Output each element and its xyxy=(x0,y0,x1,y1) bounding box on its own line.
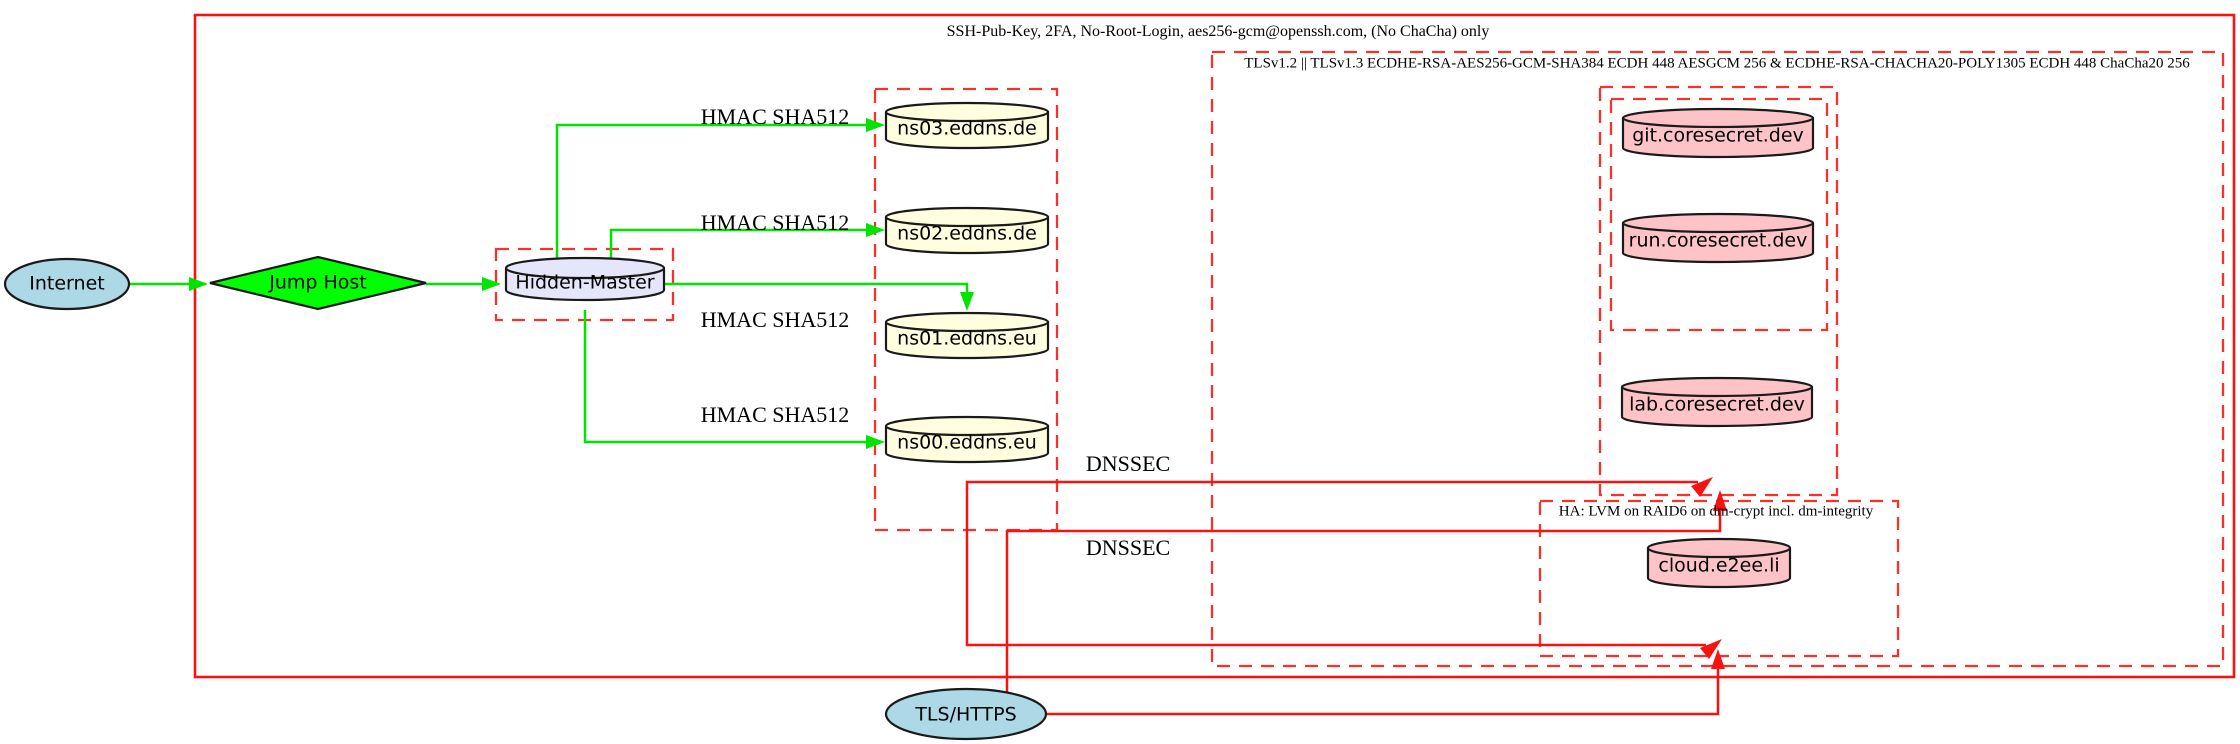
ha-zone-label: HA: LVM on RAID6 on dm-crypt incl. dm-in… xyxy=(1558,503,1874,520)
internet-node xyxy=(3,257,131,311)
hmac-label-ns02: HMAC SHA512 xyxy=(700,210,850,235)
tls-https-node xyxy=(884,687,1048,741)
git-node xyxy=(1621,107,1815,159)
edge-hiddenmaster-ns00 xyxy=(583,310,868,444)
arrowhead-hiddenmaster xyxy=(482,277,501,291)
run-label: run.coresecret.dev xyxy=(1628,229,1808,252)
dns-cluster-box xyxy=(873,87,1059,532)
ns03-node xyxy=(884,101,1050,150)
jump-host-node xyxy=(209,255,427,311)
ns03-label: ns03.eddns.de xyxy=(897,117,1037,140)
jump-host-label: Jump Host xyxy=(269,271,367,294)
arrowhead-ns02 xyxy=(866,223,885,237)
arrowhead-ns01 xyxy=(960,292,974,311)
git-node-lid xyxy=(1621,117,1815,129)
hidden-master-node-lid xyxy=(504,267,666,280)
arrowhead-ns03 xyxy=(866,118,885,132)
arrowhead-tls-coresecret xyxy=(1713,490,1727,511)
coresecret-inner-box xyxy=(1609,97,1829,332)
arrowhead-tls-ha xyxy=(1711,649,1725,669)
arrowhead-dnssec-ha xyxy=(1700,639,1722,659)
ns01-label: ns01.eddns.eu xyxy=(897,327,1037,350)
edge-tls-ha xyxy=(1046,668,1720,716)
ssh-perimeter-label: SSH-Pub-Key, 2FA, No-Root-Login, aes256-… xyxy=(946,23,1490,40)
run-node-lid xyxy=(1621,222,1815,234)
ns02-label: ns02.eddns.de xyxy=(897,222,1037,245)
dnssec-label-top: DNSSEC xyxy=(1085,451,1171,476)
edge-hiddenmaster-ns03 xyxy=(555,123,868,258)
edge-hiddenmaster-ns02 xyxy=(609,228,868,258)
ns00-label: ns00.eddns.eu xyxy=(897,431,1037,454)
lab-node xyxy=(1620,376,1814,428)
hmac-label-ns01: HMAC SHA512 xyxy=(700,307,850,332)
dnssec-label-bottom: DNSSEC xyxy=(1085,535,1171,560)
git-label: git.coresecret.dev xyxy=(1632,124,1804,147)
edge-dnssec-coresecret xyxy=(965,480,1698,531)
hmac-label-ns03: HMAC SHA512 xyxy=(700,104,850,129)
cloud-label: cloud.e2ee.li xyxy=(1658,554,1780,577)
internet-label: Internet xyxy=(29,272,105,295)
run-node xyxy=(1621,212,1815,264)
arrowhead-dnssec-coresecret xyxy=(1691,477,1713,497)
ns03-node-lid xyxy=(884,111,1050,123)
edge-dnssec-ha xyxy=(965,531,1706,647)
coresecret-cluster-box xyxy=(1598,85,1839,497)
tls-zone-label: TLSv1.2 || TLSv1.3 ECDHE-RSA-AES256-GCM-… xyxy=(1244,55,2190,72)
edge-hiddenmaster-ns01 xyxy=(665,282,969,294)
arrowhead-jumphost xyxy=(189,277,208,291)
hmac-label-ns00: HMAC SHA512 xyxy=(700,402,850,427)
ns01-node xyxy=(884,311,1050,360)
ns02-node xyxy=(884,206,1050,255)
lab-node-lid xyxy=(1620,386,1814,398)
cloud-node-lid xyxy=(1646,547,1792,559)
hidden-master-label: Hidden-Master xyxy=(515,271,655,294)
edge-tls-coresecret xyxy=(1005,510,1722,692)
cloud-node xyxy=(1646,537,1792,589)
arrowhead-ns00 xyxy=(866,435,885,449)
ns00-node-lid xyxy=(884,425,1050,437)
tls-https-label: TLS/HTTPS xyxy=(915,703,1017,726)
ns00-node xyxy=(884,415,1050,464)
ns01-node-lid xyxy=(884,321,1050,333)
lab-label: lab.coresecret.dev xyxy=(1629,393,1805,416)
ssh-perimeter-box xyxy=(193,13,2236,679)
ns02-node-lid xyxy=(884,216,1050,228)
